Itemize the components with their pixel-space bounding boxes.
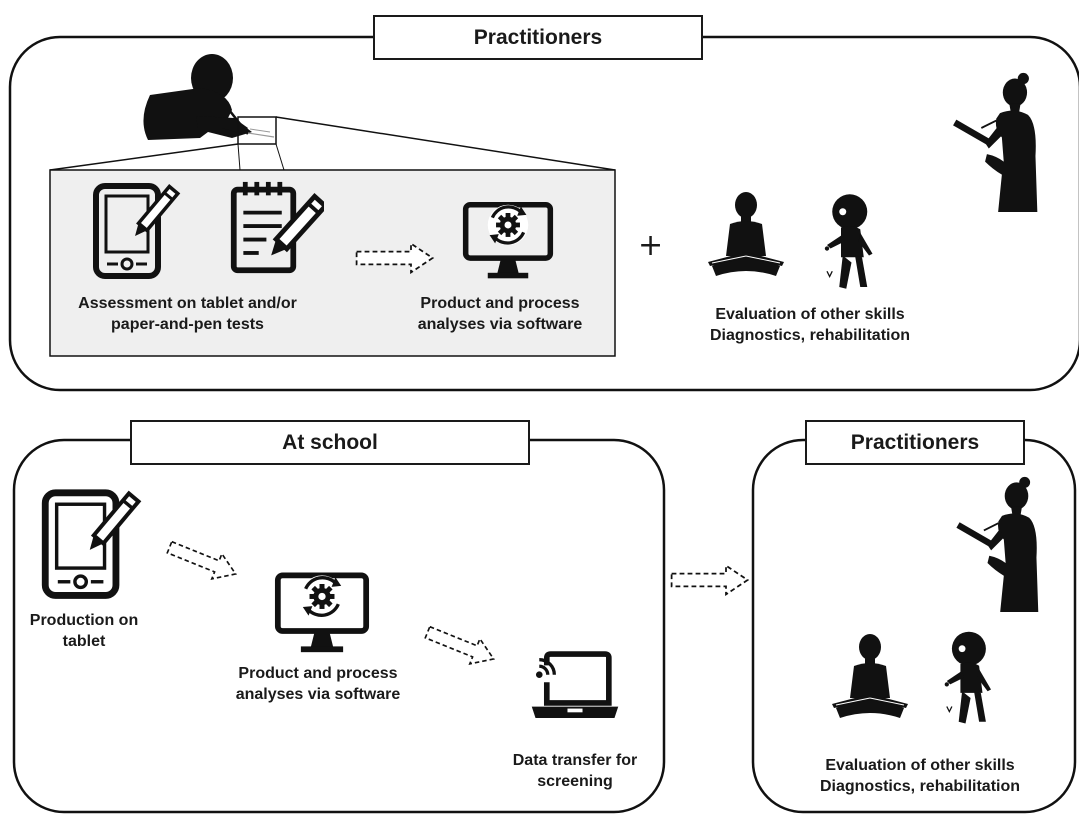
magnifier-box xyxy=(237,116,277,145)
school-panel-title-text: At school xyxy=(282,430,378,454)
right-other-skills-label: Evaluation of other skills Diagnostics, … xyxy=(785,756,1055,798)
top-software-label-line-1: Product and process xyxy=(420,295,580,312)
practitioners-right-title: Practitioners xyxy=(805,420,1025,465)
assessment-label: Assessment on tablet and/or paper-and-pe… xyxy=(55,294,320,336)
zoom-line-left xyxy=(49,143,239,171)
production-label-line-1: Production on xyxy=(29,612,139,629)
production-label-line-2: tablet xyxy=(62,632,106,650)
transfer-label-line-1: Data transfer for xyxy=(512,752,638,769)
school-software-label-line-1: Product and process xyxy=(238,665,398,682)
top-other-skills-line-1: Evaluation of other skills xyxy=(715,306,905,323)
school-software-label: Product and process analyses via softwar… xyxy=(206,664,430,706)
practitioners-right-title-text: Practitioners xyxy=(850,430,980,454)
plus-sign: + xyxy=(638,228,664,263)
school-software-label-line-2: analyses via software xyxy=(235,685,401,703)
production-label: Production on tablet xyxy=(10,611,158,653)
zoom-line-inner-right xyxy=(275,143,285,171)
assessment-label-line-2: paper-and-pen tests xyxy=(111,315,264,333)
top-software-label: Product and process analyses via softwar… xyxy=(390,294,610,336)
right-other-skills-line-1: Evaluation of other skills xyxy=(825,757,1015,774)
school-panel-title: At school xyxy=(130,420,530,465)
top-panel-title: Practitioners xyxy=(373,15,703,60)
zoom-line-right xyxy=(275,116,616,171)
top-other-skills-label: Evaluation of other skills Diagnostics, … xyxy=(680,305,940,347)
zoom-line-inner-left xyxy=(237,143,241,171)
assessment-label-line-1: Assessment on tablet and/or xyxy=(78,295,297,312)
top-software-label-line-2: analyses via software xyxy=(417,315,583,333)
transfer-label-line-2: screening xyxy=(537,772,613,790)
top-panel-title-text: Practitioners xyxy=(473,25,603,49)
writing-child-silhouette xyxy=(143,54,275,140)
big-dashed-arrow-icon xyxy=(672,566,748,595)
transfer-label: Data transfer for screening xyxy=(490,751,660,793)
top-other-skills-line-2: Diagnostics, rehabilitation xyxy=(709,326,911,344)
right-other-skills-line-2: Diagnostics, rehabilitation xyxy=(819,777,1021,795)
